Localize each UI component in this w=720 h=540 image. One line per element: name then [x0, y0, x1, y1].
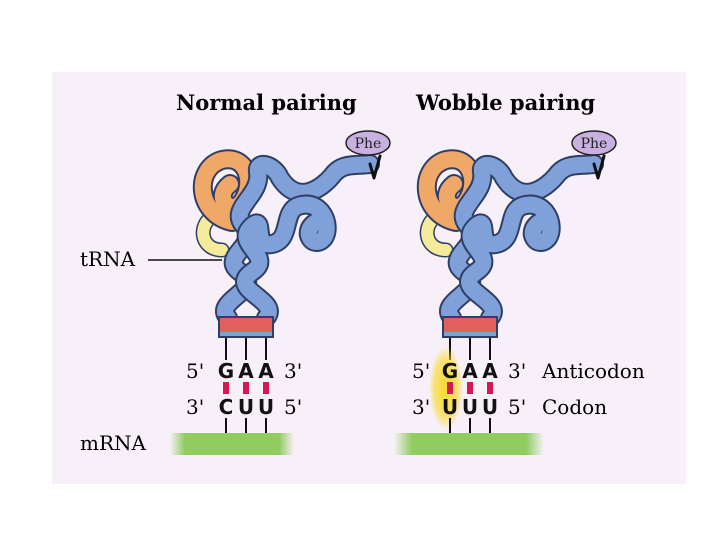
wobble-anticodon-base-2: A [462, 359, 478, 383]
normal-codon-5prime: 5' [284, 395, 302, 419]
normal-codon-stems [225, 418, 267, 434]
wobble-anticodon-base-3: A [482, 359, 498, 383]
phe-bubble-wobble: Phe [571, 130, 617, 156]
normal-codon-base-2: U [238, 395, 254, 419]
wobble-codon-base-2: U [462, 395, 478, 419]
normal-codon-base-1: C [219, 395, 234, 419]
normal-anticodon-base-2: A [238, 359, 254, 383]
wobble-pair-bar-1 [447, 382, 453, 394]
mrna-strand-wobble [394, 433, 544, 455]
trna-label: tRNA [80, 247, 136, 271]
phe-label-wobble: Phe [581, 136, 608, 152]
normal-pair-bars [223, 382, 269, 394]
wobble-anticodon-5prime: 5' [412, 359, 430, 383]
normal-pair-bar-3 [263, 382, 269, 394]
title-wobble-pairing: Wobble pairing [415, 90, 595, 115]
wobble-anticodon-row: 5' G A A 3' [412, 359, 526, 383]
phe-bubble-normal: Phe [345, 130, 391, 156]
trna-structure-normal [203, 156, 380, 360]
normal-pair-bar-2 [243, 382, 249, 394]
normal-pair-bar-1 [223, 382, 229, 394]
normal-anticodon-base-1: G [218, 359, 234, 383]
wobble-pair-bar-2 [467, 382, 473, 394]
phe-label-normal: Phe [355, 136, 382, 152]
wobble-highlight [429, 346, 463, 430]
mrna-strand-normal [170, 433, 294, 455]
normal-codon-row: 3' C U U 5' [186, 395, 302, 419]
trna-structure-wobble [427, 156, 604, 360]
wobble-anticodon-base-1: G [442, 359, 458, 383]
normal-anticodon-row: 5' G A A 3' [186, 359, 302, 383]
wobble-pair-bars [447, 382, 493, 394]
wobble-codon-base-3: U [482, 395, 498, 419]
normal-codon-3prime: 3' [186, 395, 204, 419]
normal-codon-base-3: U [258, 395, 274, 419]
wobble-codon-5prime: 5' [508, 395, 526, 419]
wobble-codon-stems [449, 418, 491, 434]
wobble-pair-bar-3 [487, 382, 493, 394]
codon-label: Codon [542, 395, 607, 419]
title-normal-pairing: Normal pairing [176, 90, 357, 115]
wobble-codon-base-1: U [442, 395, 458, 419]
mrna-label: mRNA [80, 431, 147, 455]
wobble-anticodon-3prime: 3' [508, 359, 526, 383]
normal-anticodon-3prime: 3' [284, 359, 302, 383]
normal-anticodon-base-3: A [258, 359, 274, 383]
wobble-codon-row: 3' U U U 5' [412, 395, 526, 419]
normal-anticodon-5prime: 5' [186, 359, 204, 383]
anticodon-label: Anticodon [541, 359, 645, 383]
wobble-codon-3prime: 3' [412, 395, 430, 419]
